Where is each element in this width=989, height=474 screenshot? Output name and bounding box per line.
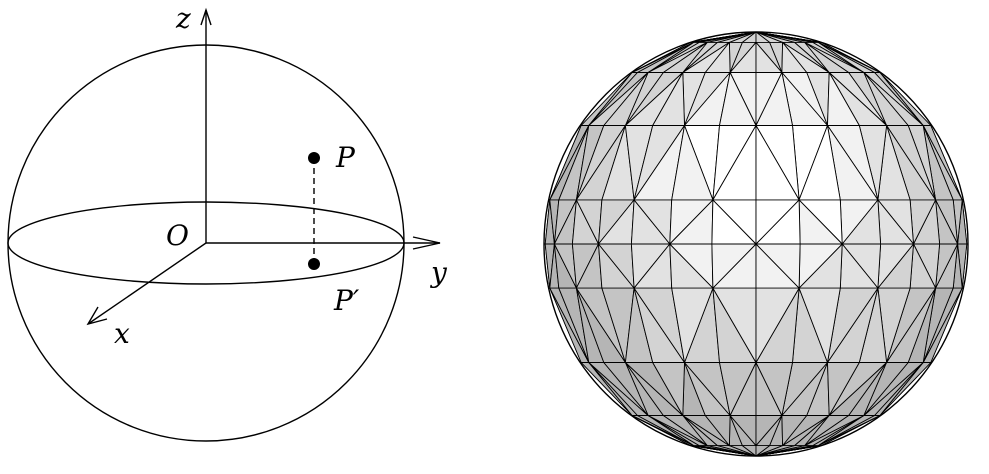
sphere-diagram: z O P y P′ x [7,2,448,442]
x-axis-arrowhead [86,306,108,326]
point-p-prime [308,258,320,270]
mesh-facet [755,199,800,245]
point-p [308,152,320,164]
label-origin: O [166,219,189,252]
label-x: x [114,317,130,350]
label-z: z [175,2,191,35]
label-p-prime: P′ [333,284,360,317]
label-p: P [335,141,356,174]
x-axis [87,242,207,325]
label-y: y [429,256,448,289]
y-axis-arrowhead [412,236,441,250]
z-axis-arrowhead [200,7,212,26]
triangulated-sphere [544,32,968,456]
triangulated-sphere-outline [543,31,969,457]
